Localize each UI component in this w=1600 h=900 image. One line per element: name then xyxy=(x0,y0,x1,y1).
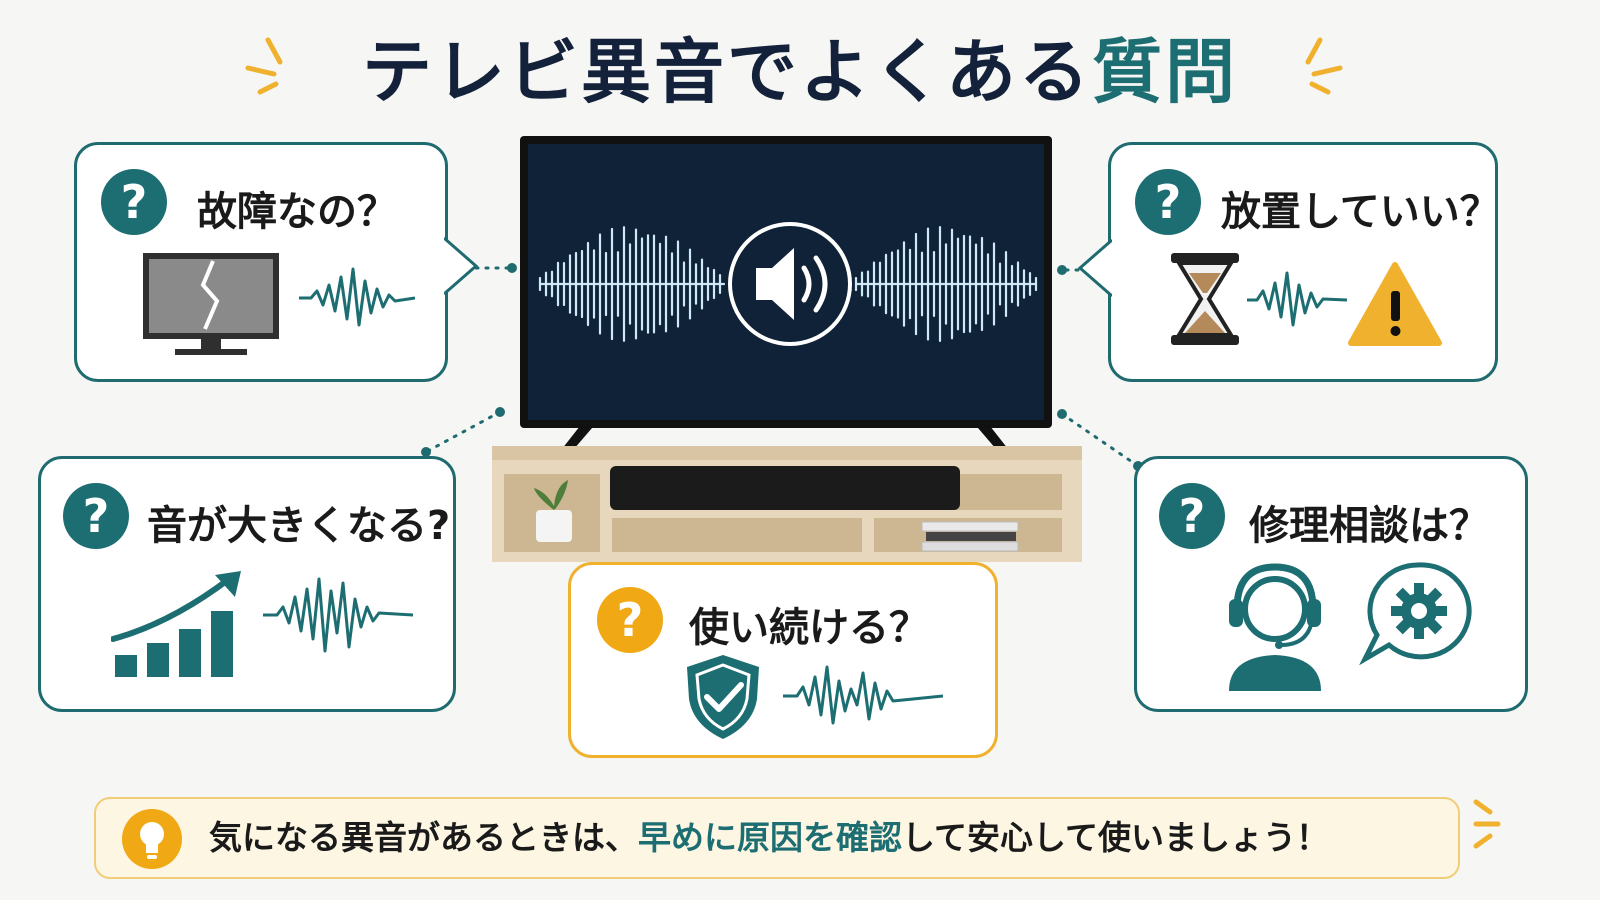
gear-speech-icon xyxy=(1359,562,1472,665)
card-repair-question: 修理相談は？ xyxy=(1249,503,1489,549)
tip-text-before: 気になる異音があるときは、 xyxy=(209,818,638,857)
question-icon: ? xyxy=(63,483,129,549)
sparkle-icon xyxy=(1473,799,1501,849)
tv-cabinet xyxy=(492,446,1082,562)
card-continue-use[interactable]: ? 使い続ける？ xyxy=(568,562,998,758)
card-failure[interactable]: ? 故障なの？ xyxy=(74,142,448,382)
card-ignore-tail xyxy=(1077,238,1112,298)
tv-screen xyxy=(528,144,1044,420)
question-icon: ? xyxy=(597,587,663,653)
books-icon xyxy=(921,521,1019,552)
card-ignore[interactable]: ? 放置していい？ xyxy=(1108,142,1500,382)
rising-chart-icon xyxy=(111,571,241,677)
page-title: テレビ異音でよくある質問 xyxy=(0,22,1600,122)
plant-icon xyxy=(534,480,572,542)
tip-banner: 気になる異音があるときは、早めに原因を確認して安心して使いましょう！ xyxy=(94,797,1460,879)
question-icon: ? xyxy=(101,169,167,235)
shield-check-icon xyxy=(687,655,759,739)
card-repair[interactable]: ? 修理相談は？ xyxy=(1134,456,1528,712)
card-failure-question: 故障なの？ xyxy=(197,189,397,235)
waveform-icon xyxy=(1247,271,1347,327)
sparkle-icon xyxy=(1305,37,1343,95)
tv xyxy=(520,136,1052,428)
title-accent: 質問 xyxy=(1092,31,1238,113)
card-ignore-question: 放置していい？ xyxy=(1221,189,1500,235)
waveform-icon xyxy=(263,577,413,653)
speaker-icon xyxy=(728,222,852,346)
waveform-icon xyxy=(783,665,943,725)
card-louder[interactable]: ? 音が大きくなる? xyxy=(38,456,456,712)
card-failure-tail xyxy=(444,236,479,296)
question-icon: ? xyxy=(1135,169,1201,235)
tip-text-highlight: 早めに原因を確認 xyxy=(638,818,902,857)
tip-text-after: して安心して使いましょう！ xyxy=(902,818,1330,857)
sparkle-icon xyxy=(245,37,283,95)
card-louder-question: 音が大きくなる? xyxy=(147,503,451,549)
title-main: テレビ異音でよくある xyxy=(362,31,1092,113)
question-icon: ? xyxy=(1159,483,1225,549)
lightbulb-icon xyxy=(122,809,182,869)
screen-waveform xyxy=(538,222,1038,346)
tip-banner-text: 気になる異音があるときは、早めに原因を確認して安心して使いましょう！ xyxy=(209,799,1329,877)
card-continue-use-question: 使い続ける？ xyxy=(689,605,929,651)
support-agent-icon xyxy=(1229,563,1321,691)
hourglass-icon xyxy=(1171,253,1239,345)
soundbar xyxy=(610,466,960,510)
broken-tv-icon xyxy=(143,253,279,355)
warning-icon xyxy=(1348,262,1442,346)
waveform-icon xyxy=(299,267,415,327)
